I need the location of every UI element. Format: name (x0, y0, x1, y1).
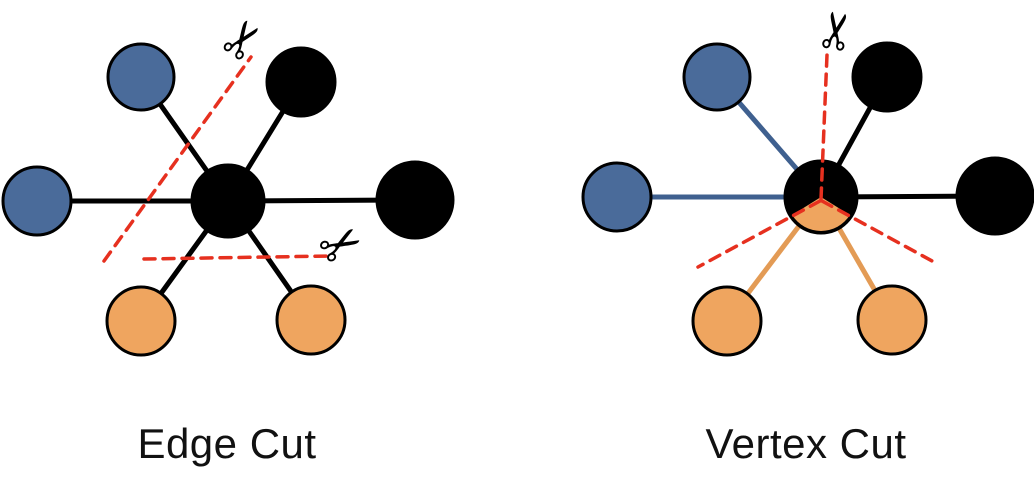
blue-node (581, 161, 653, 233)
black-node (265, 46, 337, 118)
blue-node (106, 42, 176, 112)
orange-node (105, 285, 177, 357)
cut-line (102, 55, 253, 263)
orange-node (275, 284, 347, 356)
scissors-icon: ✂ (207, 6, 279, 74)
cut-line (820, 199, 936, 264)
cut-line (142, 254, 333, 261)
scissors-icon: ✂ (308, 209, 373, 280)
orange-node (856, 284, 928, 356)
black-node (375, 160, 455, 240)
orange-node (691, 285, 763, 357)
cut-line (696, 199, 822, 269)
scissors-icon: ✂ (805, 5, 869, 56)
edge-cut-graph: ✂✂ (1, 6, 455, 357)
black-node (955, 156, 1034, 236)
blue-node (682, 42, 752, 112)
center-node (190, 163, 266, 239)
blue-node (1, 165, 73, 237)
black-node (851, 41, 923, 113)
cut-line (819, 53, 829, 201)
center-node-wedge (792, 197, 850, 231)
vertex-cut-graph: ✂ (581, 5, 1034, 357)
